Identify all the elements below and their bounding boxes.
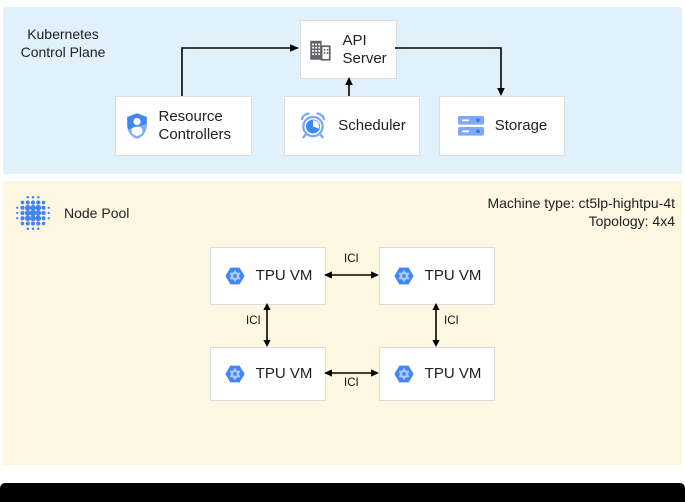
node-label: API Server bbox=[342, 31, 387, 67]
machine-type-text: Machine type: ct5lp-hightpu-4t bbox=[487, 195, 675, 211]
window-bottom-bar bbox=[0, 483, 685, 502]
tpu-hexagon-icon bbox=[393, 363, 415, 385]
ici-label-top: ICI bbox=[344, 253, 359, 265]
node-label: TPU VM bbox=[255, 365, 313, 382]
tpu-hexagon-icon bbox=[224, 265, 246, 287]
node-label: TPU VM bbox=[424, 365, 482, 382]
node-pool-section bbox=[3, 181, 682, 465]
control-plane-title: Kubernetes Control Plane bbox=[20, 26, 106, 60]
tpu-hexagon-icon bbox=[393, 265, 415, 287]
ici-label-left: ICI bbox=[246, 315, 261, 327]
node-resource-controllers: Resource Controllers bbox=[115, 96, 252, 156]
alarm-clock-icon bbox=[298, 111, 328, 141]
node-tpu-vm-bottom-right: TPU VM bbox=[379, 347, 495, 401]
server-stack-icon bbox=[457, 114, 485, 138]
node-tpu-vm-bottom-left: TPU VM bbox=[210, 347, 326, 401]
node-label: Scheduler bbox=[338, 117, 406, 134]
machine-info: Machine type: ct5lp-hightpu-4t Topology:… bbox=[487, 194, 675, 230]
node-tpu-vm-top-right: TPU VM bbox=[379, 247, 495, 305]
node-scheduler: Scheduler bbox=[284, 96, 420, 156]
node-label: Resource Controllers bbox=[158, 108, 232, 143]
dot-cluster-icon bbox=[13, 193, 53, 233]
ici-label-right: ICI bbox=[444, 315, 459, 327]
node-pool-title: Node Pool bbox=[64, 205, 130, 221]
node-label: TPU VM bbox=[424, 267, 482, 284]
node-tpu-vm-top-left: TPU VM bbox=[210, 247, 326, 305]
ici-label-bottom: ICI bbox=[344, 377, 359, 389]
shield-user-icon bbox=[125, 112, 149, 140]
node-label: TPU VM bbox=[255, 267, 313, 284]
node-api-server: API Server bbox=[300, 20, 397, 79]
node-label: Storage bbox=[494, 117, 548, 134]
topology-text: Topology: 4x4 bbox=[588, 213, 675, 229]
tpu-hexagon-icon bbox=[224, 363, 246, 385]
node-storage: Storage bbox=[439, 96, 565, 156]
building-icon bbox=[307, 37, 333, 63]
